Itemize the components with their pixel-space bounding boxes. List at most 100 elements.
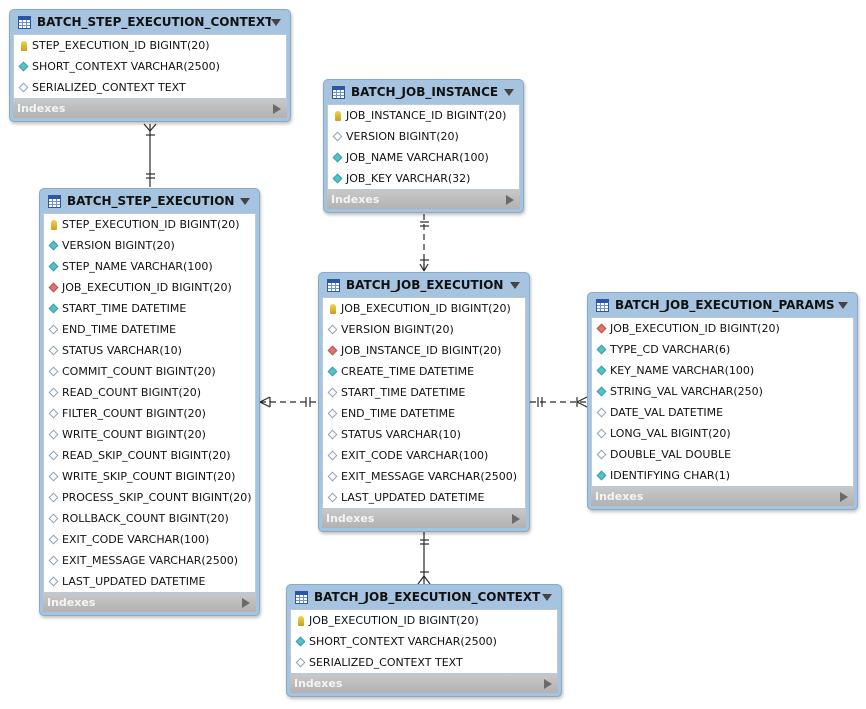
column-row[interactable]: SHORT_CONTEXT VARCHAR(2500) xyxy=(291,631,557,652)
column-name: COMMIT_COUNT BIGINT(20) xyxy=(62,365,216,378)
indexes-section[interactable]: Indexes xyxy=(43,593,256,612)
column-name: EXIT_MESSAGE VARCHAR(2500) xyxy=(62,554,238,567)
column-row[interactable]: LAST_UPDATED DATETIME xyxy=(44,571,255,592)
expand-arrow-icon[interactable] xyxy=(840,491,848,502)
nullable-column-icon xyxy=(327,471,338,482)
column-row[interactable]: COMMIT_COUNT BIGINT(20) xyxy=(44,361,255,382)
table-header[interactable]: BATCH_STEP_EXECUTION_CONTEXT xyxy=(13,10,287,34)
indexes-section[interactable]: Indexes xyxy=(327,190,520,209)
column-row[interactable]: START_TIME DATETIME xyxy=(44,298,255,319)
column-row[interactable]: STRING_VAL VARCHAR(250) xyxy=(592,381,853,402)
column-row[interactable]: JOB_KEY VARCHAR(32) xyxy=(328,168,519,189)
column-row[interactable]: EXIT_MESSAGE VARCHAR(2500) xyxy=(44,550,255,571)
not-null-column-icon xyxy=(327,366,338,377)
column-row[interactable]: STATUS VARCHAR(10) xyxy=(323,424,525,445)
column-row[interactable]: PROCESS_SKIP_COUNT BIGINT(20) xyxy=(44,487,255,508)
collapse-arrow-icon[interactable] xyxy=(838,301,848,309)
column-row[interactable]: WRITE_SKIP_COUNT BIGINT(20) xyxy=(44,466,255,487)
expand-arrow-icon[interactable] xyxy=(544,678,552,689)
column-row[interactable]: START_TIME DATETIME xyxy=(323,382,525,403)
column-row[interactable]: READ_COUNT BIGINT(20) xyxy=(44,382,255,403)
column-row[interactable]: STEP_NAME VARCHAR(100) xyxy=(44,256,255,277)
nullable-column-icon xyxy=(332,131,343,142)
column-name: STEP_EXECUTION_ID BIGINT(20) xyxy=(62,218,240,231)
column-row[interactable]: LAST_UPDATED DATETIME xyxy=(323,487,525,508)
not-null-column-icon xyxy=(332,152,343,163)
column-row[interactable]: KEY_NAME VARCHAR(100) xyxy=(592,360,853,381)
column-name: STEP_NAME VARCHAR(100) xyxy=(62,260,213,273)
column-name: JOB_EXECUTION_ID BIGINT(20) xyxy=(341,302,511,315)
collapse-arrow-icon[interactable] xyxy=(504,88,514,96)
indexes-section[interactable]: Indexes xyxy=(13,99,287,118)
column-name: SERIALIZED_CONTEXT TEXT xyxy=(32,81,186,94)
expand-arrow-icon[interactable] xyxy=(273,103,281,114)
column-row[interactable]: WRITE_COUNT BIGINT(20) xyxy=(44,424,255,445)
column-row[interactable]: END_TIME DATETIME xyxy=(323,403,525,424)
column-row[interactable]: END_TIME DATETIME xyxy=(44,319,255,340)
column-row[interactable]: STEP_EXECUTION_ID BIGINT(20) xyxy=(44,214,255,235)
column-row[interactable]: VERSION BIGINT(20) xyxy=(328,126,519,147)
column-name: SHORT_CONTEXT VARCHAR(2500) xyxy=(309,635,497,648)
primary-key-icon xyxy=(298,615,304,626)
column-row[interactable]: SERIALIZED_CONTEXT TEXT xyxy=(291,652,557,673)
column-row[interactable]: TYPE_CD VARCHAR(6) xyxy=(592,339,853,360)
table-name: BATCH_JOB_EXECUTION xyxy=(346,278,504,292)
indexes-section[interactable]: Indexes xyxy=(290,674,558,693)
column-row[interactable]: JOB_EXECUTION_ID BIGINT(20) xyxy=(323,298,525,319)
expand-arrow-icon[interactable] xyxy=(242,597,250,608)
column-row[interactable]: VERSION BIGINT(20) xyxy=(44,235,255,256)
table-header[interactable]: BATCH_STEP_EXECUTION xyxy=(43,189,256,213)
column-row[interactable]: JOB_INSTANCE_ID BIGINT(20) xyxy=(323,340,525,361)
column-row[interactable]: EXIT_CODE VARCHAR(100) xyxy=(323,445,525,466)
column-row[interactable]: VERSION BIGINT(20) xyxy=(323,319,525,340)
column-name: READ_COUNT BIGINT(20) xyxy=(62,386,202,399)
column-name: START_TIME DATETIME xyxy=(341,386,466,399)
relationship-job-execution-to-job-context xyxy=(417,532,431,585)
column-row[interactable]: LONG_VAL BIGINT(20) xyxy=(592,423,853,444)
column-row[interactable]: JOB_EXECUTION_ID BIGINT(20) xyxy=(44,277,255,298)
column-row[interactable]: STATUS VARCHAR(10) xyxy=(44,340,255,361)
column-row[interactable]: SHORT_CONTEXT VARCHAR(2500) xyxy=(14,56,286,77)
expand-arrow-icon[interactable] xyxy=(506,194,514,205)
table-batch-step-execution[interactable]: BATCH_STEP_EXECUTION STEP_EXECUTION_ID BI… xyxy=(39,188,260,616)
table-header[interactable]: BATCH_JOB_EXECUTION_PARAMS xyxy=(591,293,854,317)
table-icon xyxy=(48,194,61,208)
column-row[interactable]: READ_SKIP_COUNT BIGINT(20) xyxy=(44,445,255,466)
indexes-section[interactable]: Indexes xyxy=(591,487,854,506)
column-row[interactable]: EXIT_CODE VARCHAR(100) xyxy=(44,529,255,550)
columns-list: JOB_EXECUTION_ID BIGINT(20) VERSION BIGIN… xyxy=(322,297,526,509)
table-header[interactable]: BATCH_JOB_EXECUTION_CONTEXT xyxy=(290,585,558,609)
expand-arrow-icon[interactable] xyxy=(512,513,520,524)
not-null-column-icon xyxy=(596,344,607,355)
column-row[interactable]: JOB_INSTANCE_ID BIGINT(20) xyxy=(328,105,519,126)
column-row[interactable]: DOUBLE_VAL DOUBLE xyxy=(592,444,853,465)
column-row[interactable]: DATE_VAL DATETIME xyxy=(592,402,853,423)
column-row[interactable]: JOB_EXECUTION_ID BIGINT(20) xyxy=(291,610,557,631)
table-name: BATCH_STEP_EXECUTION xyxy=(67,194,235,208)
column-row[interactable]: SERIALIZED_CONTEXT TEXT xyxy=(14,77,286,98)
column-row[interactable]: ROLLBACK_COUNT BIGINT(20) xyxy=(44,508,255,529)
column-row[interactable]: IDENTIFYING CHAR(1) xyxy=(592,465,853,486)
nullable-column-icon xyxy=(327,387,338,398)
table-header[interactable]: BATCH_JOB_INSTANCE xyxy=(327,80,520,104)
indexes-label: Indexes xyxy=(47,596,96,609)
collapse-arrow-icon[interactable] xyxy=(240,197,250,205)
column-row[interactable]: FILTER_COUNT BIGINT(20) xyxy=(44,403,255,424)
column-row[interactable]: JOB_EXECUTION_ID BIGINT(20) xyxy=(592,318,853,339)
indexes-section[interactable]: Indexes xyxy=(322,509,526,528)
table-batch-job-execution[interactable]: BATCH_JOB_EXECUTION JOB_EXECUTION_ID BIGI… xyxy=(318,272,530,532)
column-row[interactable]: EXIT_MESSAGE VARCHAR(2500) xyxy=(323,466,525,487)
table-header[interactable]: BATCH_JOB_EXECUTION xyxy=(322,273,526,297)
column-name: DATE_VAL DATETIME xyxy=(610,406,724,419)
collapse-arrow-icon[interactable] xyxy=(271,18,281,26)
collapse-arrow-icon[interactable] xyxy=(542,593,552,601)
not-null-column-icon xyxy=(596,386,607,397)
column-row[interactable]: STEP_EXECUTION_ID BIGINT(20) xyxy=(14,35,286,56)
collapse-arrow-icon[interactable] xyxy=(510,281,520,289)
column-row[interactable]: CREATE_TIME DATETIME xyxy=(323,361,525,382)
column-row[interactable]: JOB_NAME VARCHAR(100) xyxy=(328,147,519,168)
